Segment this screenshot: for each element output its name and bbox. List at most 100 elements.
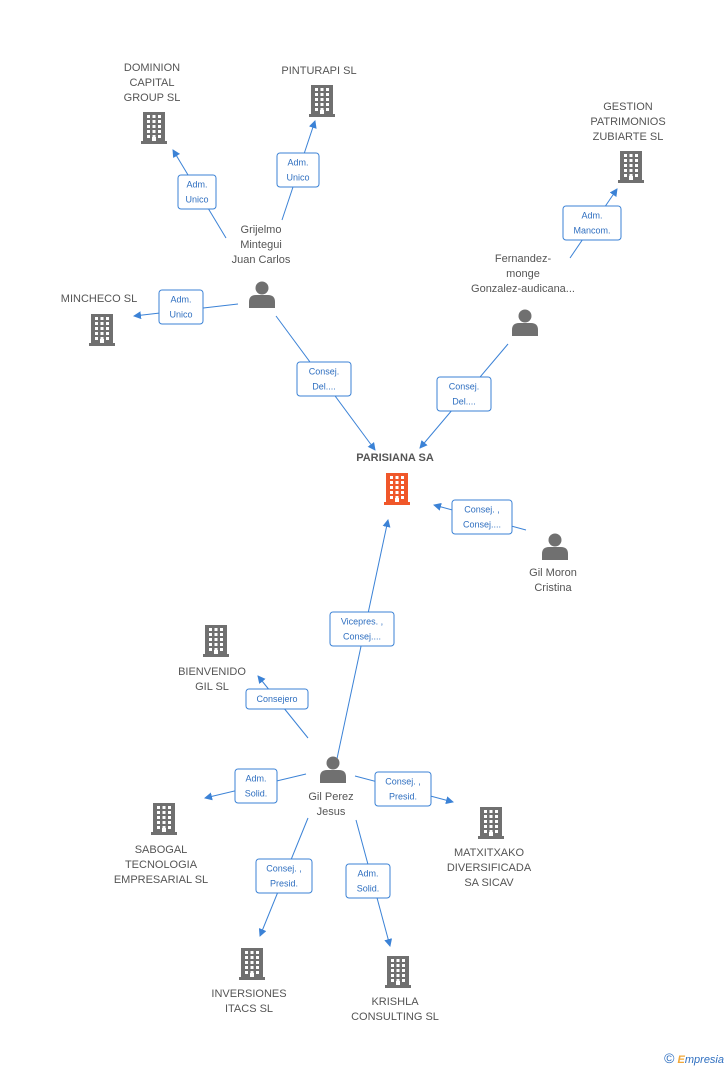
- node-label: BIENVENIDO: [178, 666, 246, 678]
- edge-label-box[interactable]: [436, 376, 492, 412]
- brand-name: mpresia: [684, 1054, 724, 1066]
- edge-label-box[interactable]: [374, 771, 432, 807]
- node-pinturapi[interactable]: PINTURAPI SL: [281, 65, 357, 117]
- edge-gilperez-to-sabogal[interactable]: Adm. Solid.: [204, 768, 307, 804]
- edge-label-text: Consej.: [309, 367, 340, 377]
- empresia-brand: © Empresia: [664, 1050, 724, 1066]
- building-icon: [478, 807, 504, 839]
- edge-label-text: Adm.: [357, 869, 378, 879]
- node-dominion[interactable]: DOMINION CAPITAL GROUP SL: [124, 62, 181, 144]
- edge-gilperez-to-inversiones[interactable]: Consej. , Presid.: [255, 817, 313, 937]
- edge-gilperez-to-krishla[interactable]: Adm.Solid.: [345, 819, 393, 947]
- building-icon: [141, 112, 167, 144]
- building-icon: [385, 956, 411, 988]
- person-icon: [542, 533, 568, 560]
- edge-fernandez-to-parisiana[interactable]: Consej. Del....: [419, 343, 509, 449]
- node-label: PARISIANA SA: [356, 452, 434, 464]
- edge-gilmoron-to-parisiana[interactable]: Consej. ,Consej....: [433, 499, 527, 535]
- edge-label-text: Del....: [312, 382, 336, 392]
- edge-label-box[interactable]: [245, 688, 309, 710]
- edge-label-box[interactable]: [255, 858, 313, 894]
- node-label: Cristina: [534, 582, 572, 594]
- edge-label-text: Consej....: [463, 520, 501, 530]
- edge-label-box[interactable]: [158, 289, 204, 325]
- node-label: DOMINION: [124, 62, 180, 74]
- edge-label-text: Adm.: [245, 774, 266, 784]
- node-matxitxako[interactable]: MATXITXAKO DIVERSIFICADA SA SICAV: [447, 807, 532, 889]
- edge-grijelmo-to-pinturapi[interactable]: Adm.Unico: [276, 120, 320, 221]
- node-label: SA SICAV: [464, 877, 514, 889]
- node-label: INVERSIONES: [211, 988, 286, 1000]
- node-label: Grijelmo: [241, 224, 282, 236]
- node-label: CAPITAL: [129, 77, 174, 89]
- edge-label-box[interactable]: [234, 768, 278, 804]
- node-label: Jesus: [317, 806, 346, 818]
- edge-label-text: Adm.: [186, 180, 207, 190]
- edge-label-box[interactable]: [329, 611, 395, 647]
- node-label: Gil Perez: [308, 791, 353, 803]
- building-icon: [203, 625, 229, 657]
- node-label: DIVERSIFICADA: [447, 862, 532, 874]
- edge-grijelmo-to-dominion[interactable]: Adm. Unico: [172, 149, 227, 239]
- edge-label-box[interactable]: [177, 174, 217, 210]
- edge-label-text: Consej. ,: [385, 777, 421, 787]
- brand-initial: E: [677, 1054, 685, 1066]
- building-icon: [89, 314, 115, 346]
- edge-label-text: Consej. ,: [266, 864, 302, 874]
- nodes-layer: PARISIANA SA DOMINION CAPITAL GROUP SL PINTU…: [61, 62, 666, 1023]
- edge-label-text: Consejero: [256, 694, 297, 704]
- node-mincheco[interactable]: MINCHECO SL: [61, 293, 137, 346]
- node-label: GESTION: [603, 101, 653, 113]
- edge-fernandez-to-gestion[interactable]: Adm. Mancom.: [562, 188, 622, 259]
- edge-label-box[interactable]: [345, 863, 391, 899]
- edge-label-text: Adm.: [170, 295, 191, 305]
- edge-label-text: Solid.: [245, 789, 268, 799]
- person-icon: [512, 309, 538, 336]
- edge-grijelmo-to-mincheco[interactable]: Adm. Unico: [133, 289, 239, 325]
- node-label: GROUP SL: [124, 92, 181, 104]
- edge-gilperez-to-bienvenido[interactable]: Consejero: [245, 675, 309, 739]
- edges-layer: Adm.UnicoAdm.UnicoAdm.UnicoConsej.Del...…: [133, 120, 622, 947]
- edge-gilperez-to-parisiana[interactable]: Vicepres. ,Consej....: [329, 519, 395, 769]
- node-label: Fernandez-: [495, 253, 552, 265]
- edge-label-text: Consej....: [343, 632, 381, 642]
- building-icon: [618, 151, 644, 183]
- node-label: Mintegui: [240, 239, 282, 251]
- person-icon: [320, 756, 346, 783]
- edge-label-box[interactable]: [562, 205, 622, 241]
- edge-label-box[interactable]: [276, 152, 320, 188]
- node-label: ZUBIARTE SL: [593, 131, 664, 143]
- person-icon: [249, 281, 275, 308]
- edge-grijelmo-to-parisiana[interactable]: Consej. Del....: [275, 315, 376, 451]
- edge-label-text: Consej.: [449, 382, 480, 392]
- edge-label-text: Unico: [169, 310, 192, 320]
- edge-label-box[interactable]: [451, 499, 513, 535]
- edge-gilperez-to-matxitxako[interactable]: Consej. ,Presid.: [354, 771, 454, 807]
- building-icon: [239, 948, 265, 980]
- edge-label-box[interactable]: [296, 361, 352, 397]
- node-parisiana[interactable]: PARISIANA SA: [356, 452, 434, 505]
- edge-label-text: Unico: [185, 195, 208, 205]
- node-label: Gil Moron: [529, 567, 577, 579]
- edge-label-text: Del....: [452, 397, 476, 407]
- node-label: PINTURAPI SL: [281, 65, 356, 77]
- node-label: MATXITXAKO: [454, 847, 525, 859]
- node-fernandez[interactable]: Fernandez-mongeGonzalez-audicana...: [471, 253, 575, 336]
- edge-label-text: Presid.: [270, 879, 298, 889]
- edge-label-text: Unico: [286, 173, 309, 183]
- node-label: TECNOLOGIA: [125, 859, 198, 871]
- edge-label-text: Mancom.: [573, 226, 610, 236]
- node-label: SABOGAL: [135, 844, 188, 856]
- building-icon: [151, 803, 177, 835]
- edge-label-text: Adm.: [581, 211, 602, 221]
- node-label: CONSULTING SL: [351, 1011, 439, 1023]
